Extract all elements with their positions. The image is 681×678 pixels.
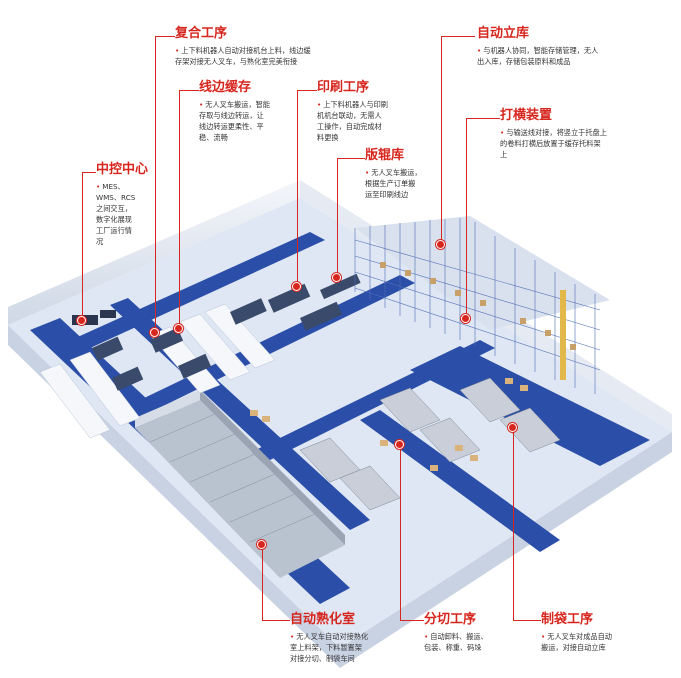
callout-shuhuashi: 自动熟化室 •无人叉车自动对接熟化 室上料架，下料暂置架 对接分切、制袋车间 xyxy=(290,612,405,664)
marker-shuhua xyxy=(257,540,266,549)
marker-daheng xyxy=(461,314,470,323)
callout-liku-desc: •与机器人协同，智能存储管理，无人 出入库，存储包装原料和成品 xyxy=(477,46,599,66)
marker-zhidai xyxy=(508,423,517,432)
callout-zidong-liku: 自动立库 •与机器人协同，智能存储管理，无人 出入库，存储包装原料和成品 xyxy=(477,26,637,67)
callout-xianbian-desc: •无人叉车搬运，智能 存取与线边转运，让 线边转运更柔性、平 稳、流畅 xyxy=(199,100,270,142)
callout-shuhua-title: 自动熟化室 xyxy=(290,612,356,627)
pallet-boxes xyxy=(250,378,528,471)
callout-xianbian-title: 线边缓存 xyxy=(199,80,252,95)
floor-label-liushoujian: 流手间 xyxy=(158,565,186,592)
leader-xianbian xyxy=(179,90,180,328)
callout-fuhe-title: 复合工序 xyxy=(175,26,228,41)
callout-daheng-desc: •与输送线对接，将竖立于托盘上 的卷料打横后放置于缓存托料架 上 xyxy=(500,128,607,159)
leader-banku xyxy=(337,158,338,278)
automated-warehouse xyxy=(354,216,610,394)
leader-banku-h xyxy=(337,158,365,159)
leader-liku-h xyxy=(441,36,475,37)
marker-xianbian xyxy=(174,324,183,333)
callout-dahengzhuangzhi: 打横装置 •与输送线对接，将竖立于托盘上 的卷料打横后放置于缓存托料架 上 xyxy=(500,108,650,160)
callout-yinshua-desc: •上下料机器人与印刷 机机台联动，无需人 工操作，自动完成材 料更换 xyxy=(317,100,388,142)
marker-banku xyxy=(332,273,341,282)
callout-fuhe: 复合工序 •上下料机器人自动对接机台上料，线边缓 存架对接无人叉车，与熟化室完美… xyxy=(175,26,345,67)
curing-room xyxy=(135,390,345,578)
callout-zhidai-title: 制袋工序 xyxy=(541,612,594,627)
callout-xianbian: 线边缓存 •无人叉车搬运，智能 存取与线边转运，让 线边转运更柔性、平 稳、流畅 xyxy=(199,80,299,143)
marker-fenqie xyxy=(395,440,404,449)
callout-daheng-title: 打横装置 xyxy=(500,108,553,123)
leader-daheng xyxy=(466,118,467,318)
cutting-stations xyxy=(299,377,561,511)
callout-fuhe-desc: •上下料机器人自动对接机台上料，线边缓 存架对接无人叉车，与熟化室完美衔接 xyxy=(175,46,311,66)
leader-zhongkong-h xyxy=(82,172,96,173)
callout-fenqie: 分切工序 •自动卸料、搬运、 包装、称重、码垛 xyxy=(424,612,514,653)
leader-fenqie-h xyxy=(400,620,424,621)
callout-zhongkong: 中控中心 •MES、 WMS、RCS 之间交互， 数字化展现 工厂运行情 况 xyxy=(96,162,166,247)
leader-fuhe-h xyxy=(155,36,175,37)
marker-zhongkong xyxy=(77,316,86,325)
marker-yinshua xyxy=(292,282,301,291)
leader-shuhua-h xyxy=(262,620,290,621)
callout-fenqie-title: 分切工序 xyxy=(424,612,477,627)
callout-shuhua-desc: •无人叉车自动对接熟化 室上料架，下料暂置架 对接分切、制袋车间 xyxy=(290,632,369,663)
leader-liku xyxy=(441,36,442,244)
callout-banku-title: 版辊库 xyxy=(365,148,405,163)
callout-banku: 版辊库 •无人叉车搬运， 根据生产订单搬 运至印刷线边 xyxy=(365,148,455,200)
printing-machines xyxy=(92,273,361,391)
callout-zhidai: 制袋工序 •无人叉车对成品自动 搬运，对接自动立库 xyxy=(541,612,651,653)
marker-liku xyxy=(436,240,445,249)
leader-yinshua xyxy=(297,90,298,286)
callout-banku-desc: •无人叉车搬运， 根据生产订单搬 运至印刷线边 xyxy=(365,168,422,199)
callout-zhongkong-title: 中控中心 xyxy=(96,162,149,177)
callout-yinshua: 印刷工序 •上下料机器人与印刷 机机台联动，无需人 工操作，自动完成材 料更换 xyxy=(317,80,417,143)
leader-fenqie xyxy=(400,445,401,620)
back-wall xyxy=(8,180,300,325)
callout-fenqie-desc: •自动卸料、搬运、 包装、称重、码垛 xyxy=(424,632,488,652)
callout-liku-title: 自动立库 xyxy=(477,26,530,41)
callout-yinshua-title: 印刷工序 xyxy=(317,80,370,95)
leader-fuhe xyxy=(155,36,156,331)
callout-zhongkong-desc: •MES、 WMS、RCS 之间交互， 数字化展现 工厂运行情 况 xyxy=(96,182,136,246)
leader-zhidai xyxy=(513,428,514,620)
floor-label-fenqiejian: 分切间 xyxy=(118,501,146,528)
leader-daheng-h xyxy=(466,118,500,119)
leader-yinshua-h xyxy=(297,90,317,91)
leader-shuhua xyxy=(262,545,263,620)
marker-fuhe xyxy=(150,328,159,337)
callout-zhidai-desc: •无人叉车对成品自动 搬运，对接自动立库 xyxy=(541,632,612,652)
leader-xianbian-h xyxy=(179,90,199,91)
leader-zhongkong xyxy=(82,172,83,320)
leader-zhidai-h xyxy=(513,620,541,621)
